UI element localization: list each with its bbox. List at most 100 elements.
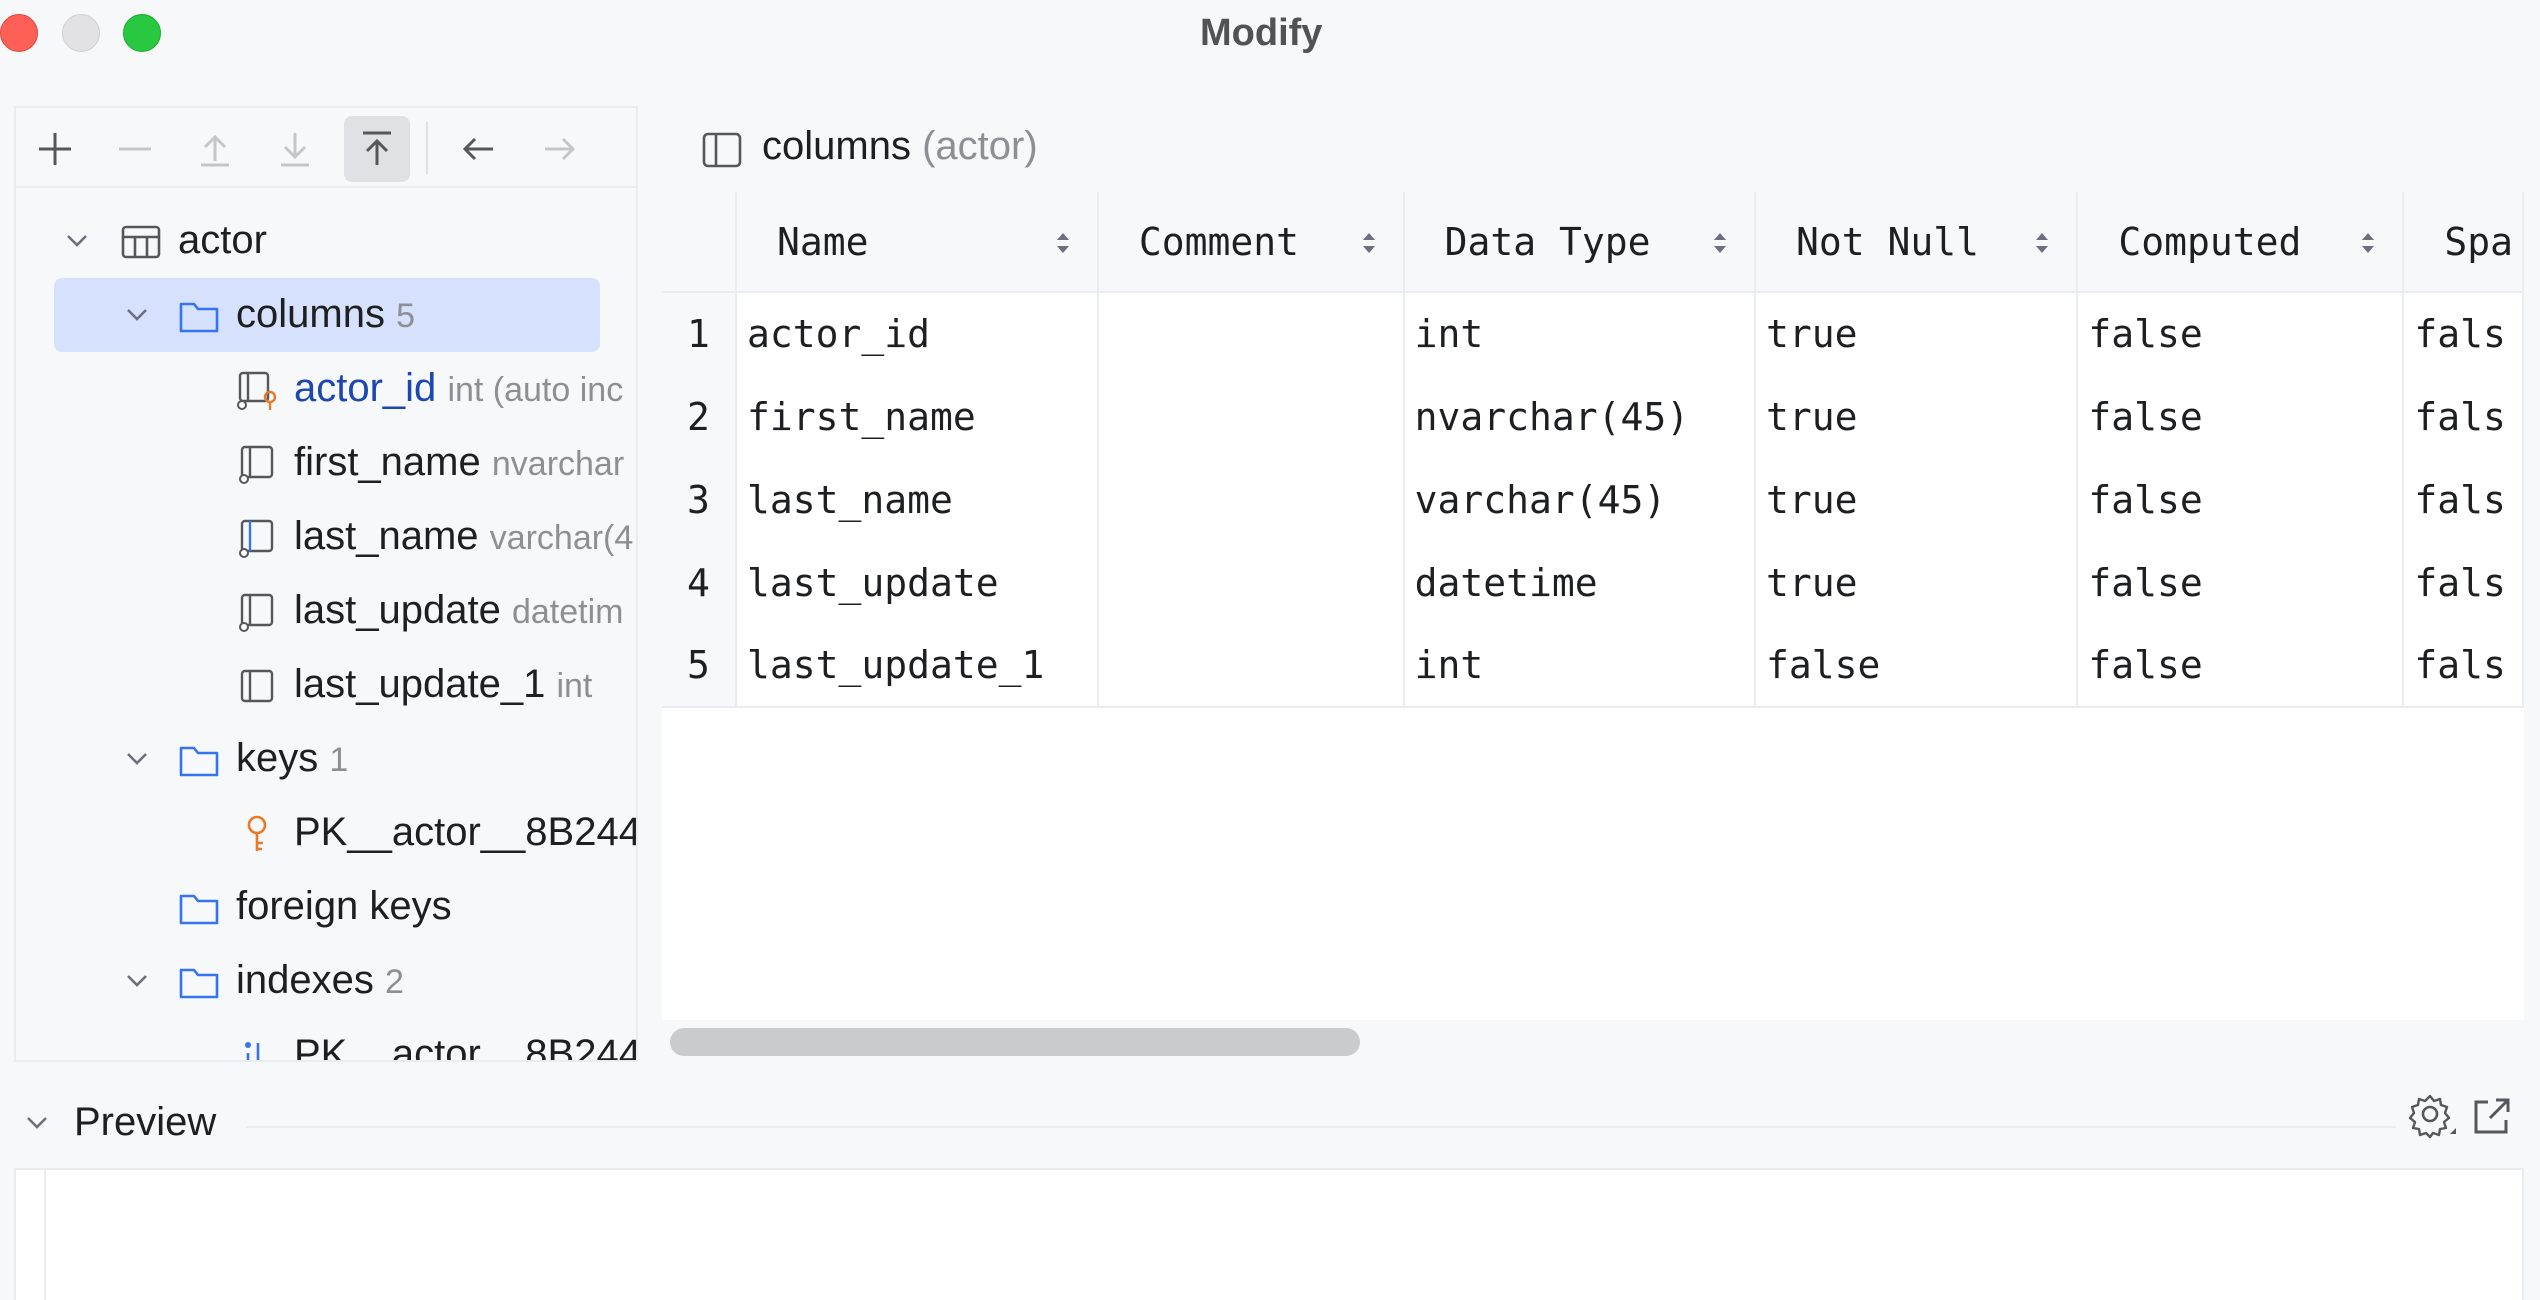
- cell-name[interactable]: last_update: [735, 541, 1099, 624]
- tree-label: foreign keys: [236, 884, 452, 928]
- column-header-sparse[interactable]: Spa: [2403, 192, 2524, 293]
- cell-not-null[interactable]: true: [1755, 375, 2079, 458]
- sort-icon[interactable]: [1053, 228, 1073, 258]
- cell-comment[interactable]: [1097, 375, 1405, 458]
- tree-item-foreign-keys[interactable]: foreign keys: [16, 870, 636, 944]
- tree-label: last_update_1 int: [294, 662, 593, 706]
- move-down-icon[interactable]: [262, 116, 328, 182]
- forward-arrow-icon[interactable]: [526, 116, 592, 182]
- move-up-icon[interactable]: [182, 116, 248, 182]
- columns-table: Name Comment Data Type Not Null Computed…: [662, 192, 2524, 708]
- chevron-down-icon[interactable]: [122, 966, 152, 996]
- cell-not-null[interactable]: false: [1755, 624, 2079, 708]
- cell-computed[interactable]: false: [2077, 292, 2405, 375]
- column-icon: [239, 593, 274, 632]
- cell-name[interactable]: last_update_1: [735, 624, 1099, 708]
- sidebar-toggle-icon[interactable]: [700, 128, 744, 172]
- maximize-window-button[interactable]: [123, 14, 161, 52]
- folder-icon: [179, 746, 219, 777]
- tree-item-column[interactable]: last_name varchar(4: [16, 500, 636, 574]
- cell-computed[interactable]: false: [2077, 541, 2405, 624]
- cell-name[interactable]: last_name: [735, 458, 1099, 541]
- cell-sparse[interactable]: fals: [2403, 292, 2524, 375]
- preview-label[interactable]: Preview: [74, 1100, 217, 1144]
- cell-comment[interactable]: [1097, 541, 1405, 624]
- tree-item-column[interactable]: first_name nvarchar: [16, 426, 636, 500]
- cell-sparse[interactable]: fals: [2403, 541, 2524, 624]
- cell-data-type[interactable]: nvarchar(45): [1403, 375, 1757, 458]
- chevron-down-icon[interactable]: [22, 1108, 52, 1138]
- sort-icon[interactable]: [1710, 228, 1730, 258]
- tree-item-actor[interactable]: actor: [16, 204, 636, 278]
- tree-item-columns[interactable]: columns 5: [16, 278, 636, 352]
- column-icon: [239, 445, 274, 484]
- tree-item-column[interactable]: actor_id int (auto inc: [16, 352, 636, 426]
- cell-data-type[interactable]: int: [1403, 624, 1757, 708]
- cell-name[interactable]: first_name: [735, 375, 1099, 458]
- column-header-name[interactable]: Name: [735, 192, 1099, 293]
- column-header-computed[interactable]: Computed: [2077, 192, 2405, 293]
- column-header-comment[interactable]: Comment: [1097, 192, 1405, 293]
- preview-section: Preview: [0, 1090, 2540, 1300]
- folder-icon: [179, 894, 219, 925]
- close-window-button[interactable]: [0, 14, 38, 52]
- column-header-data-type[interactable]: Data Type: [1403, 192, 1757, 293]
- tree-item-indexes[interactable]: indexes 2: [16, 944, 636, 1018]
- table-row[interactable]: 2 first_name nvarchar(45) true false fal…: [662, 375, 2524, 458]
- cell-data-type[interactable]: int: [1403, 292, 1757, 375]
- cell-computed[interactable]: false: [2077, 375, 2405, 458]
- chevron-down-icon[interactable]: [122, 744, 152, 774]
- sort-icon[interactable]: [1359, 228, 1379, 258]
- selection-highlight: [54, 278, 600, 352]
- cell-sparse[interactable]: fals: [2403, 458, 2524, 541]
- gear-icon[interactable]: [2406, 1090, 2458, 1142]
- cell-comment[interactable]: [1097, 624, 1405, 708]
- table-row[interactable]: 3 last_name varchar(45) true false fals: [662, 458, 2524, 541]
- row-number: 4: [662, 541, 737, 624]
- cell-computed[interactable]: false: [2077, 624, 2405, 708]
- preview-editor[interactable]: [14, 1168, 2524, 1300]
- minimize-window-button[interactable]: [62, 14, 100, 52]
- cell-computed[interactable]: false: [2077, 458, 2405, 541]
- table-row[interactable]: 5 last_update_1 int false false fals: [662, 624, 2524, 708]
- plus-icon[interactable]: [22, 116, 88, 182]
- open-in-window-icon[interactable]: [2470, 1094, 2514, 1138]
- tree-item-column[interactable]: last_update_1 int: [16, 648, 636, 722]
- cell-comment[interactable]: [1097, 458, 1405, 541]
- chevron-down-icon[interactable]: [62, 226, 92, 256]
- editor-title: columns (actor): [762, 124, 1038, 168]
- move-to-top-icon[interactable]: [344, 116, 410, 182]
- row-number-header: [662, 192, 737, 293]
- tree-item-key[interactable]: PK__actor__8B244: [16, 796, 638, 870]
- chevron-down-icon[interactable]: [122, 300, 152, 330]
- tree-item-index[interactable]: PK__actor__8B244: [16, 1018, 636, 1060]
- toolbar-divider: [426, 122, 428, 174]
- sort-icon[interactable]: [2032, 228, 2052, 258]
- column-icon: [239, 519, 274, 558]
- key-icon: [247, 815, 267, 851]
- horizontal-scrollbar[interactable]: [670, 1028, 1360, 1056]
- back-arrow-icon[interactable]: [446, 116, 512, 182]
- minus-icon[interactable]: [102, 116, 168, 182]
- cell-not-null[interactable]: true: [1755, 458, 2079, 541]
- cell-sparse[interactable]: fals: [2403, 624, 2524, 708]
- table-row[interactable]: 4 last_update datetime true false fals: [662, 541, 2524, 624]
- cell-comment[interactable]: [1097, 292, 1405, 375]
- column-header-not-null[interactable]: Not Null: [1755, 192, 2079, 293]
- tree-item-column[interactable]: last_update datetim: [16, 574, 636, 648]
- cell-sparse[interactable]: fals: [2403, 375, 2524, 458]
- row-number: 2: [662, 375, 737, 458]
- sort-icon[interactable]: [2358, 228, 2378, 258]
- cell-not-null[interactable]: true: [1755, 292, 2079, 375]
- cell-name[interactable]: actor_id: [735, 292, 1099, 375]
- structure-panel: actor columns 5 actor_id int (auto inc f…: [14, 106, 638, 1062]
- table-row[interactable]: 1 actor_id int true false fals: [662, 292, 2524, 375]
- editor-gutter: [16, 1170, 46, 1300]
- cell-not-null[interactable]: true: [1755, 541, 2079, 624]
- cell-data-type[interactable]: datetime: [1403, 541, 1757, 624]
- index-icon: [245, 1042, 260, 1060]
- row-number: 1: [662, 292, 737, 375]
- cell-data-type[interactable]: varchar(45): [1403, 458, 1757, 541]
- tree-item-keys[interactable]: keys 1: [16, 722, 636, 796]
- tree-label: PK__actor__8B244: [294, 810, 638, 854]
